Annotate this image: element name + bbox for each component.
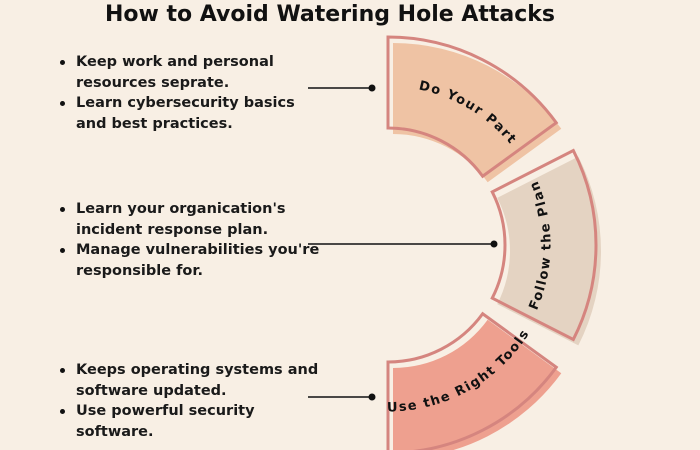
connector-dot-2 [490,240,498,248]
segment-1-outline [386,35,559,179]
connector-dot-3 [368,393,376,401]
segment-1-fill [393,43,562,183]
segment-2-outline [490,148,598,342]
bullet-item: Use powerful security software. [60,401,326,442]
segment-3-fill [393,319,562,450]
bullet-item: Learn your organication's incident respo… [60,199,326,240]
bullet-item: Keeps operating systems and software upd… [60,360,326,401]
section-1-bullets: Keep work and personal resources seprate… [58,52,326,134]
bullet-item: Learn cybersecurity basics and best prac… [60,93,326,134]
segment-2-fill [497,156,601,346]
segment-3-outline [386,311,559,450]
page-title: How to Avoid Watering Hole Attacks [105,2,555,27]
section-2-bullets: Learn your organication's incident respo… [58,199,326,281]
connector-dot-1 [368,84,376,92]
bullet-item: Manage vulnerabilities you're responsibl… [60,240,326,281]
bullet-item: Keep work and personal resources seprate… [60,52,326,93]
section-3-bullets: Keeps operating systems and software upd… [58,360,326,442]
